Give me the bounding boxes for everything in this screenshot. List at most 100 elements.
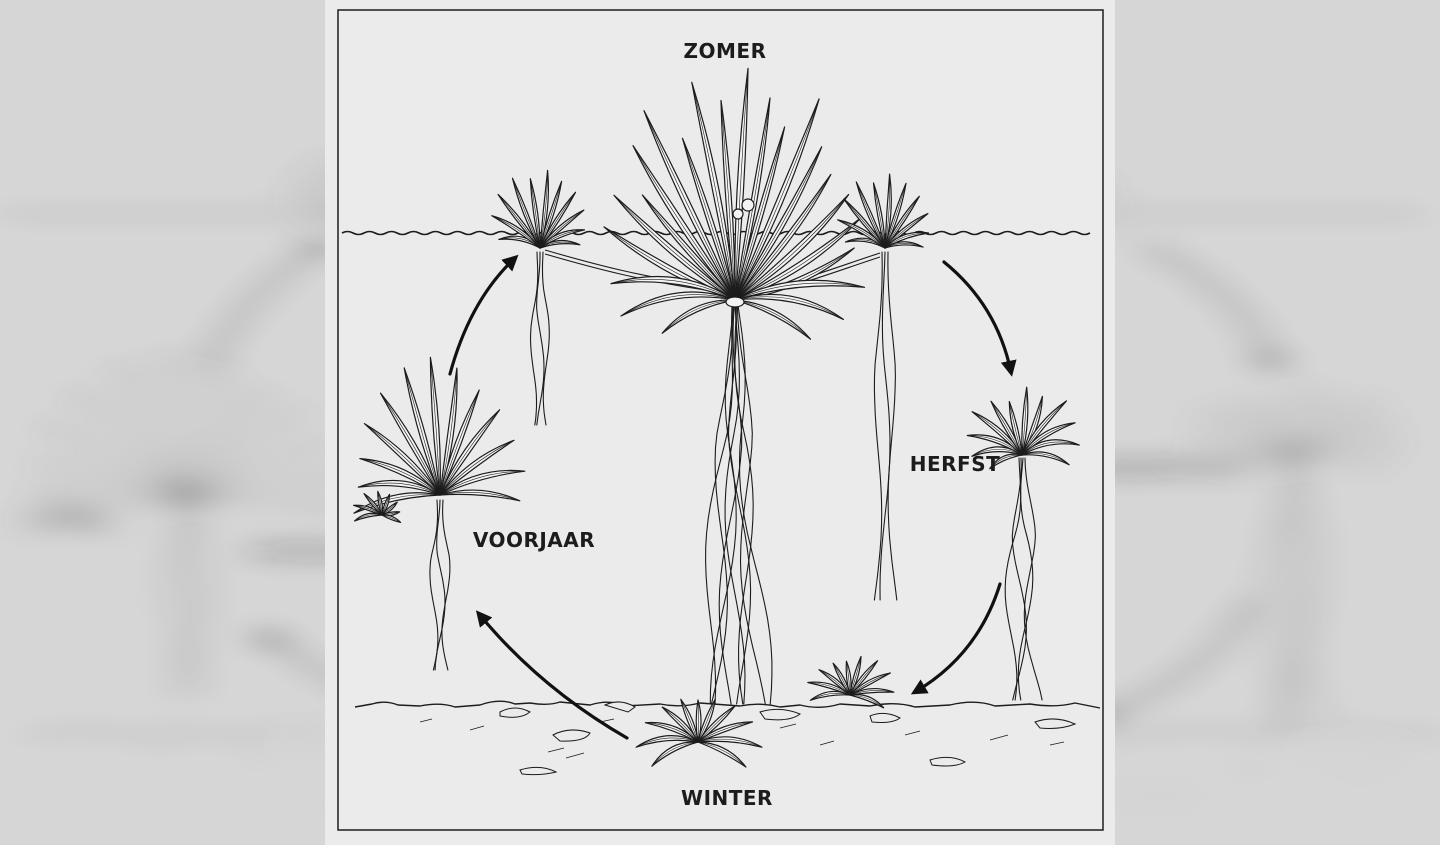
leaf-midrib xyxy=(381,514,401,523)
leaf-midrib xyxy=(380,392,441,496)
leaf-midrib xyxy=(632,145,736,301)
leaf-midrib xyxy=(403,367,441,496)
leaf-midrib xyxy=(849,694,884,709)
leaf-midrib xyxy=(662,706,699,743)
leaf-midrib xyxy=(734,126,785,301)
leaf-midrib xyxy=(691,82,736,301)
leaf-midrib xyxy=(856,181,886,249)
soil-clod xyxy=(603,701,636,713)
leaf-midrib xyxy=(610,278,736,301)
leaf-midrib xyxy=(989,454,1023,469)
root xyxy=(727,304,752,705)
leaf-midrib xyxy=(1021,453,1070,465)
leaf-midrib xyxy=(1021,441,1080,456)
leaf-midrib xyxy=(697,741,747,768)
soil-line xyxy=(354,700,1101,709)
leaf-midrib xyxy=(680,699,699,743)
leaf-midrib xyxy=(734,282,865,301)
leaf-midrib xyxy=(734,68,749,301)
root xyxy=(724,304,746,705)
root xyxy=(434,499,446,671)
label-spring: VOORJAAR xyxy=(473,528,595,552)
leaf-midrib xyxy=(512,178,541,249)
leaf-midrib xyxy=(651,741,699,767)
root xyxy=(879,251,891,601)
plant-autumn xyxy=(966,386,1080,470)
leaf-midrib xyxy=(734,146,822,301)
root xyxy=(705,304,734,705)
soil-clod xyxy=(519,766,558,776)
roots-summer-left xyxy=(529,251,550,426)
leaf-midrib xyxy=(734,174,832,301)
leaf-midrib xyxy=(439,440,515,496)
leaf-midrib xyxy=(439,389,480,496)
soil-hatching xyxy=(419,718,1065,759)
root xyxy=(734,304,754,705)
plant-spring xyxy=(353,356,526,514)
arrow-winter-to-spring xyxy=(475,610,629,740)
root xyxy=(529,251,539,426)
leaf-midrib xyxy=(363,493,383,516)
root xyxy=(541,251,550,426)
leaf-midrib xyxy=(873,182,886,249)
soil-clod xyxy=(929,756,967,767)
leaf-midrib xyxy=(697,699,699,743)
root xyxy=(873,251,883,601)
leaf-midrib xyxy=(697,699,716,743)
leaf-midrib xyxy=(439,409,500,496)
leaf-midrib xyxy=(720,100,736,301)
leaf-midrib xyxy=(430,357,441,496)
soil-clod xyxy=(869,712,901,723)
arrow-summer-to-autumn xyxy=(942,260,1017,377)
roots xyxy=(429,251,1043,705)
leaf-midrib xyxy=(849,672,891,696)
root xyxy=(1023,457,1043,701)
leaf-midrib xyxy=(439,470,525,496)
leaf-midrib xyxy=(884,174,891,249)
leaf-midrib xyxy=(359,458,441,496)
roots-spring xyxy=(429,499,451,671)
root xyxy=(429,499,439,671)
leaf-midrib xyxy=(635,737,699,748)
leaf-midrib xyxy=(642,194,736,301)
root xyxy=(710,304,734,705)
leaf-midrib xyxy=(530,178,541,249)
arrow-spring-to-summer xyxy=(448,254,519,376)
leaf-midrib xyxy=(697,738,763,748)
root xyxy=(709,304,737,705)
leaf-midrib xyxy=(1021,387,1027,456)
label-winter: WINTER xyxy=(681,786,773,810)
plant-summer-left xyxy=(491,169,586,249)
cycle-arrows xyxy=(448,254,1017,740)
soil-clod xyxy=(759,708,801,721)
leaf xyxy=(966,434,1023,456)
leaf-midrib xyxy=(734,194,849,301)
soil-clod xyxy=(552,729,591,742)
root xyxy=(737,304,773,705)
plants xyxy=(353,67,1080,768)
root xyxy=(441,499,451,671)
leaf-midrib xyxy=(682,138,736,301)
leaf-midrib xyxy=(439,492,520,502)
leaf-midrib xyxy=(353,494,441,514)
leaf-midrib xyxy=(497,194,541,249)
leaf-midrib xyxy=(358,482,441,496)
leaf-midrib xyxy=(613,195,736,301)
plant-summer-main xyxy=(603,67,866,340)
root xyxy=(1011,457,1027,701)
plant-summer-right xyxy=(837,173,930,249)
stolon-left xyxy=(544,253,706,291)
leaf-midrib xyxy=(539,241,580,249)
root xyxy=(1017,457,1034,701)
leaf-midrib xyxy=(620,294,736,317)
soil-clod xyxy=(1034,718,1077,729)
leaf-midrib xyxy=(884,243,924,249)
leaf-midrib xyxy=(1009,401,1023,456)
plant-winter xyxy=(635,698,763,768)
plant-sinking xyxy=(807,655,895,709)
label-summer: ZOMER xyxy=(684,39,767,63)
leaf-midrib xyxy=(734,98,820,301)
diagram-border xyxy=(337,9,1104,831)
leaf-midrib xyxy=(734,296,844,320)
leaf-midrib xyxy=(697,721,753,743)
